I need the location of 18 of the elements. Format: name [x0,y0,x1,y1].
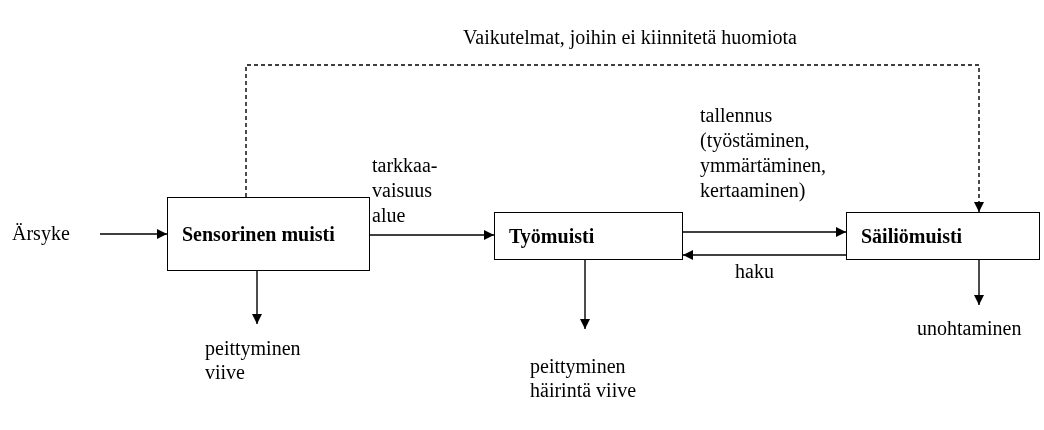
arrow [974,259,984,306]
arrow [99,229,168,239]
box-title: Työmuisti [509,224,595,248]
box-title: Säiliömuisti [861,224,963,248]
process-box [846,212,1040,260]
arrow [682,227,847,237]
arrow [580,259,590,330]
node-label: unohtaminen [917,316,1022,340]
node-label: peittyminen viive [205,336,302,384]
arrow [245,64,984,213]
box-title: Sensorinen muisti [182,222,335,246]
node-label: Ärsyke [12,221,70,245]
process-box [494,212,683,260]
node-label: peittyminen häirintä viive [530,354,638,402]
arrow [369,230,495,240]
arrow [252,270,262,325]
arrow [682,250,847,260]
process-box [167,197,370,271]
